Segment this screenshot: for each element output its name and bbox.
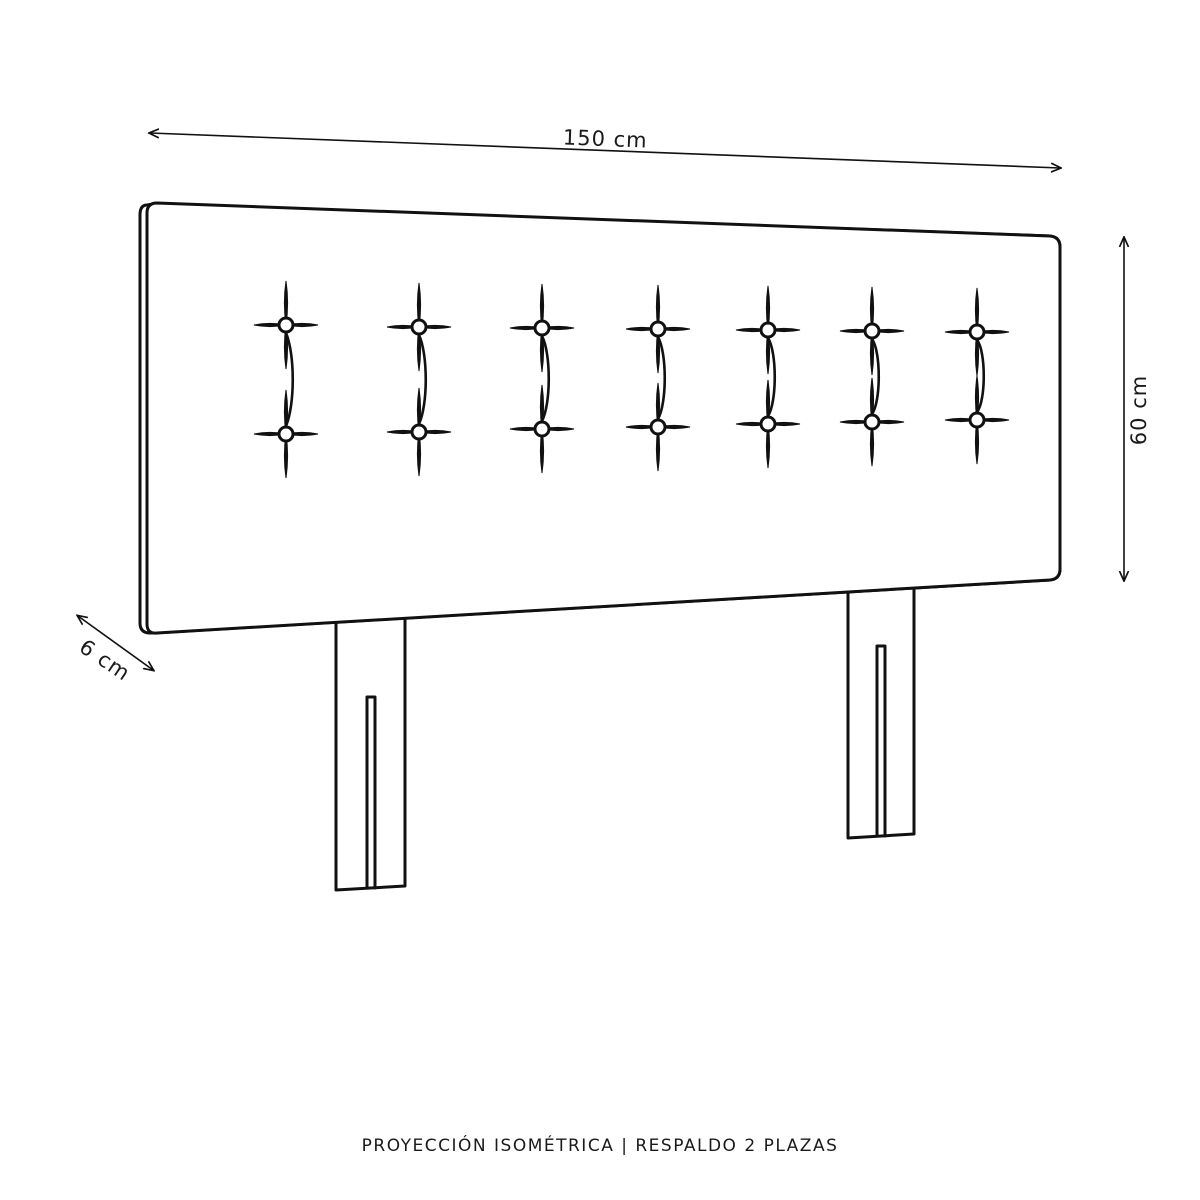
depth-dimension-arrow: [78, 616, 153, 670]
left-leg: [334, 616, 407, 892]
headboard-front-face: [145, 201, 1062, 635]
width-label: 150 cm: [562, 125, 648, 152]
tuft-bottom-1: [253, 389, 319, 479]
tuft-bottom-5: [735, 379, 801, 469]
tuft-button: [277, 425, 295, 443]
tuft-bottom-6: [839, 377, 905, 467]
tuft-seam: [975, 338, 985, 414]
tuft-top-5: [735, 285, 801, 375]
left-leg-slot: [365, 695, 377, 890]
depth-label: 6 cm: [75, 635, 135, 686]
tufting-pattern: [253, 280, 1010, 479]
tuft-button: [533, 420, 551, 438]
tuft-bottom-4: [625, 382, 691, 472]
tuft-top-2: [386, 282, 452, 372]
tuft-top-1: [253, 280, 319, 370]
tuft-button: [759, 415, 777, 433]
width-dimension-arrow: [150, 133, 1060, 168]
height-dimension: 60 cm: [1124, 238, 1151, 580]
left-leg-outline: [334, 616, 407, 892]
tuft-button: [863, 322, 881, 340]
tuft-top-3: [509, 283, 575, 373]
tuft-button: [863, 413, 881, 431]
diagram-caption: PROYECCIÓN ISOMÉTRICA | RESPALDO 2 PLAZA…: [361, 1136, 839, 1156]
right-leg: [846, 585, 916, 840]
tuft-bottom-3: [509, 384, 575, 474]
tuft-seam: [766, 336, 777, 418]
width-dimension: 150 cm: [150, 125, 1060, 168]
tuft-bottom-7: [944, 375, 1010, 465]
tuft-top-6: [839, 286, 905, 376]
tuft-seam: [417, 333, 428, 426]
tuft-seam: [870, 337, 880, 416]
tuft-button: [759, 321, 777, 339]
tuft-bottom-2: [386, 387, 452, 477]
tuft-button: [533, 319, 551, 337]
tuft-seam: [284, 331, 295, 428]
right-leg-outline: [846, 585, 916, 840]
tuft-button: [649, 418, 667, 436]
tuft-seam: [656, 335, 667, 421]
tuft-button: [410, 318, 428, 336]
tuft-seam: [540, 334, 551, 423]
tuft-button: [277, 316, 295, 334]
headboard-panel: [138, 201, 1062, 635]
tuft-button: [968, 411, 986, 429]
tuft-button: [649, 320, 667, 338]
height-label: 60 cm: [1127, 375, 1151, 445]
right-leg-slot: [875, 644, 887, 838]
tuft-top-4: [625, 284, 691, 374]
tuft-button: [410, 423, 428, 441]
tuft-button: [968, 323, 986, 341]
